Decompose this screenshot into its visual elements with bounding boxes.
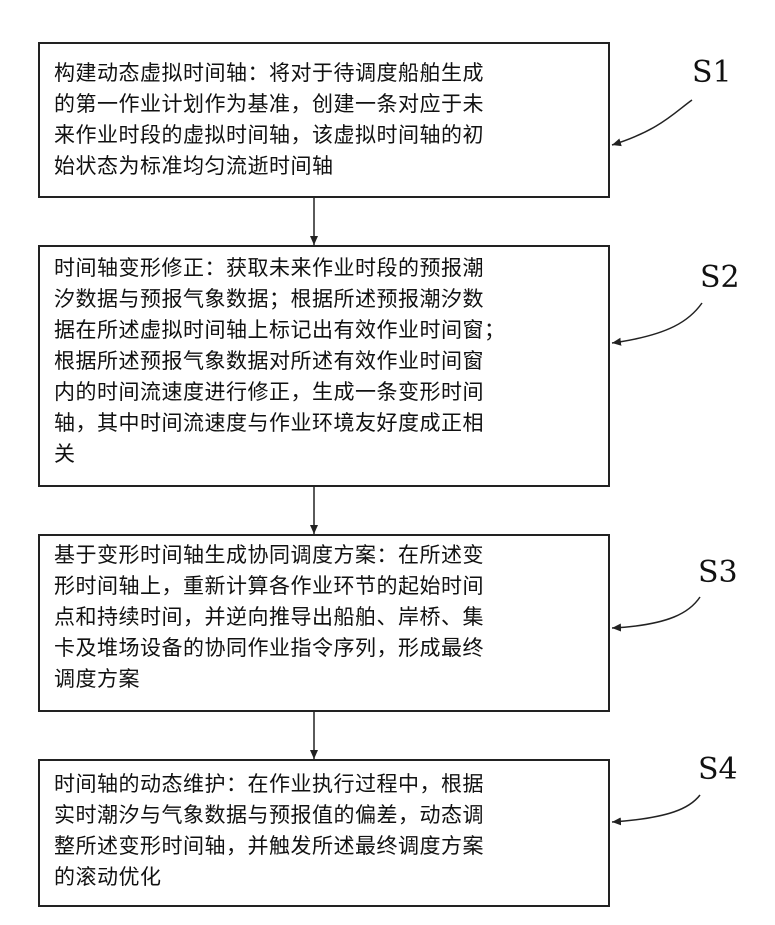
leader-s1 [612, 100, 692, 145]
step-label-s3: S3 [698, 555, 738, 590]
step-label-s2: S2 [700, 260, 740, 295]
step-box-s1: 构建动态虚拟时间轴：将对于待调度船舶生成 的第一作业计划作为基准，创建一条对应于… [38, 42, 610, 198]
step-box-s2: 时间轴变形修正：获取未来作业时段的预报潮 汐数据与预报气象数据；根据所述预报潮汐… [38, 245, 610, 487]
step-label-s1: S1 [692, 55, 732, 90]
leader-s2 [612, 303, 702, 343]
leader-s4 [612, 795, 700, 822]
step-label-s4: S4 [698, 752, 738, 787]
step-box-s3: 基于变形时间轴生成协同调度方案：在所述变 形时间轴上，重新计算各作业环节的起始时… [38, 534, 610, 712]
leader-s3 [612, 597, 700, 628]
step-box-s4: 时间轴的动态维护：在作业执行过程中，根据 实时潮汐与气象数据与预报值的偏差，动态… [38, 759, 610, 907]
